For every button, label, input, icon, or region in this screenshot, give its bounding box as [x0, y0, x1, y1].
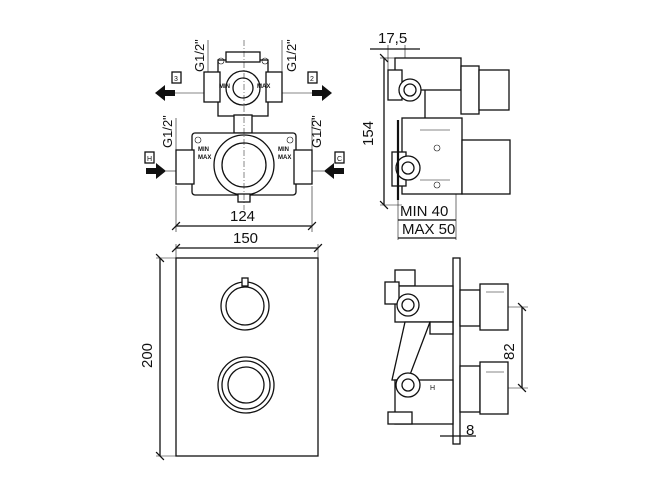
dimension-plate-thickness: 8 — [440, 422, 476, 444]
dimension-side-height: 154 — [360, 53, 402, 210]
outlet-2-arrow-icon — [312, 85, 332, 101]
body-max-label-left: MAX — [198, 155, 211, 161]
outlet-3-label: 3 — [174, 76, 178, 83]
thermostatic-knob-outer — [217, 356, 275, 414]
knob-spacing-label: 82 — [501, 343, 518, 360]
dimension-plate-width: 150 — [171, 230, 323, 258]
body-max-label: MAX — [278, 155, 291, 161]
assembled-thermostat-stem — [459, 365, 481, 413]
assembled-lower-port-outer — [395, 372, 421, 398]
assembled-diverter-knob — [479, 283, 509, 331]
diverter-knob-inner — [225, 286, 265, 326]
diverter-max-label: MAX — [257, 84, 270, 90]
hot-inlet-label: H — [147, 156, 152, 163]
body-min-label-right: MIN — [278, 147, 289, 153]
diverter-spindle-outer — [225, 70, 261, 106]
cold-inlet-label: C — [337, 156, 342, 163]
body-width-label: 124 — [230, 208, 255, 225]
max-depth-label: MAX 50 — [402, 221, 455, 238]
body-neck — [233, 114, 253, 134]
side-lower-port-inner — [401, 161, 415, 175]
outlet-2-connector — [265, 71, 283, 103]
min-depth-label: MIN 40 — [400, 203, 448, 220]
side-cartridge-body — [461, 139, 511, 195]
plate-width-label: 150 — [233, 230, 258, 247]
dimension-plate-height: 200 — [139, 253, 176, 461]
diverter-knob-outer — [220, 281, 270, 331]
cold-inlet-tag — [334, 151, 345, 164]
assembled-thermostat-knob — [479, 361, 509, 415]
thread-mid-right-label: G1/2" — [309, 115, 324, 148]
side-offset-label: 17,5 — [378, 30, 407, 47]
outlet-2-tag — [307, 71, 318, 84]
dimension-body-width: 124 — [171, 186, 317, 232]
outlet-2-label: 2 — [310, 76, 314, 83]
cover-plate-front-view — [175, 257, 319, 457]
assembled-upper-outlet — [384, 281, 400, 305]
hot-inlet-tag — [144, 151, 155, 164]
thread-callouts: G1/2" G1/2" G1/2" G1/2" — [160, 39, 324, 150]
side-diverter-cap — [478, 69, 510, 111]
valve-body-front-view: MIN MAX MIN MAX MIN MAX — [175, 40, 313, 210]
diverter-spindle-inner — [232, 77, 254, 99]
hot-inlet-arrow-icon — [146, 163, 166, 179]
thread-mid-left-label: G1/2" — [160, 115, 175, 148]
assembled-connector-link — [391, 321, 431, 381]
side-upper-port-outer — [398, 78, 422, 102]
thermostatic-knob-ring — [221, 360, 271, 410]
assembled-lower-port-inner — [401, 378, 415, 392]
dimension-depth-range: MIN 40 MAX 50 — [397, 194, 457, 240]
assembled-diverter-stem — [459, 289, 481, 327]
assembled-h-mark: H — [430, 385, 435, 392]
dimension-knob-spacing: 82 — [501, 302, 528, 393]
outlet-3-connector — [203, 71, 221, 103]
plate-thickness-label: 8 — [466, 422, 474, 439]
hot-inlet-connector — [175, 149, 195, 185]
side-diverter-spindle — [460, 65, 480, 115]
side-lower-port-outer — [395, 155, 421, 181]
valve-body-side-view — [387, 57, 511, 200]
outlet-3-arrow-icon — [155, 85, 175, 101]
diverter-knob-marker — [241, 277, 249, 287]
assembled-link-flange — [429, 321, 454, 335]
port-indicators: 3 2 H C — [144, 71, 345, 179]
cold-inlet-arrow-icon — [324, 163, 344, 179]
assembled-mounting-foot — [387, 411, 413, 425]
outlet-3-tag — [171, 71, 182, 84]
diverter-top-cap — [225, 51, 261, 63]
thread-top-left-label: G1/2" — [192, 39, 207, 72]
plate-height-label: 200 — [139, 343, 156, 368]
thermostatic-knob-inner — [227, 366, 265, 404]
side-height-label: 154 — [360, 121, 377, 146]
cold-inlet-connector — [293, 149, 313, 185]
assembled-upper-port-outer — [396, 293, 420, 317]
assembled-side-view: H — [384, 257, 509, 445]
body-min-label: MIN — [198, 147, 209, 153]
thread-top-right-label: G1/2" — [284, 39, 299, 72]
plate-profile — [452, 257, 461, 445]
assembled-upper-port-inner — [401, 298, 415, 312]
side-upper-port-inner — [403, 83, 417, 97]
diverter-min-label: MIN — [219, 84, 230, 90]
